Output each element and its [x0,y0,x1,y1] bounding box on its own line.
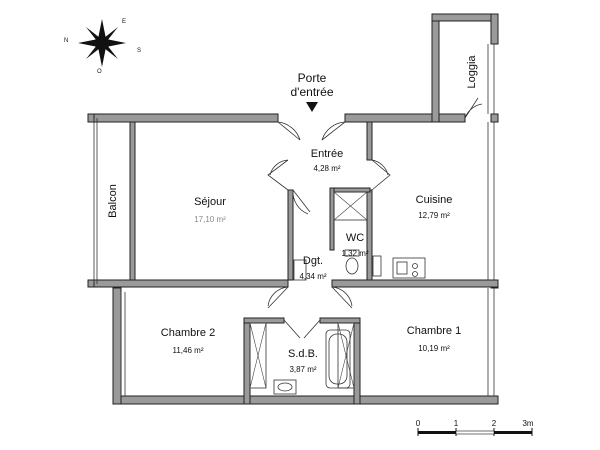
toilet-icon [345,257,359,275]
compass-s-label: S [137,48,141,54]
bathtub-icon [325,329,351,389]
room-chambre1-name: Chambre 1 [407,325,461,337]
room-cuisine-area: 12,79 m² [418,211,450,220]
room-wc-name: WC [346,232,364,244]
compass-rose-icon [78,19,126,67]
compass-o-label: O [97,69,102,75]
room-cuisine-name: Cuisine [416,194,453,206]
scale-tick-2: 2 [492,419,497,428]
entrance-arrow-icon [306,102,318,112]
compass-n-label: N [64,38,68,44]
room-entree-name: Entrée [311,148,343,160]
room-sdb-area: 3,87 m² [289,365,316,374]
scale-tick-1: 1 [454,419,459,428]
room-wc-area: 1,32 m² [341,249,368,258]
room-entree-area: 4,28 m² [313,164,340,173]
room-loggia-name: Loggia [466,55,478,89]
windows [93,44,495,396]
room-dgt-area: 4,34 m² [299,272,326,281]
walls [87,13,499,405]
closets [249,191,368,389]
room-chambre1-area: 10,19 m² [418,344,450,353]
scale-bar [417,428,533,436]
fixtures [273,249,426,395]
kitchen-counter-icon [392,257,426,279]
scale-tick-0: 0 [416,419,421,428]
washbasin-icon [273,379,297,395]
room-sejour-area: 17,10 m² [194,215,226,224]
doors [267,97,483,339]
entrance-label-line1: Porte [298,71,327,85]
entrance-label-line2: d'entrée [291,85,334,99]
compass-e-label: E [122,19,126,25]
room-dgt-name: Dgt. [303,255,323,267]
scale-tick-3: 3m [522,419,533,428]
room-sdb-name: S.d.B. [288,348,318,360]
room-balcon-name: Balcon [107,184,119,218]
room-chambre2-name: Chambre 2 [161,327,215,339]
room-sejour-name: Séjour [194,196,226,208]
room-chambre2-area: 11,46 m² [173,346,204,355]
